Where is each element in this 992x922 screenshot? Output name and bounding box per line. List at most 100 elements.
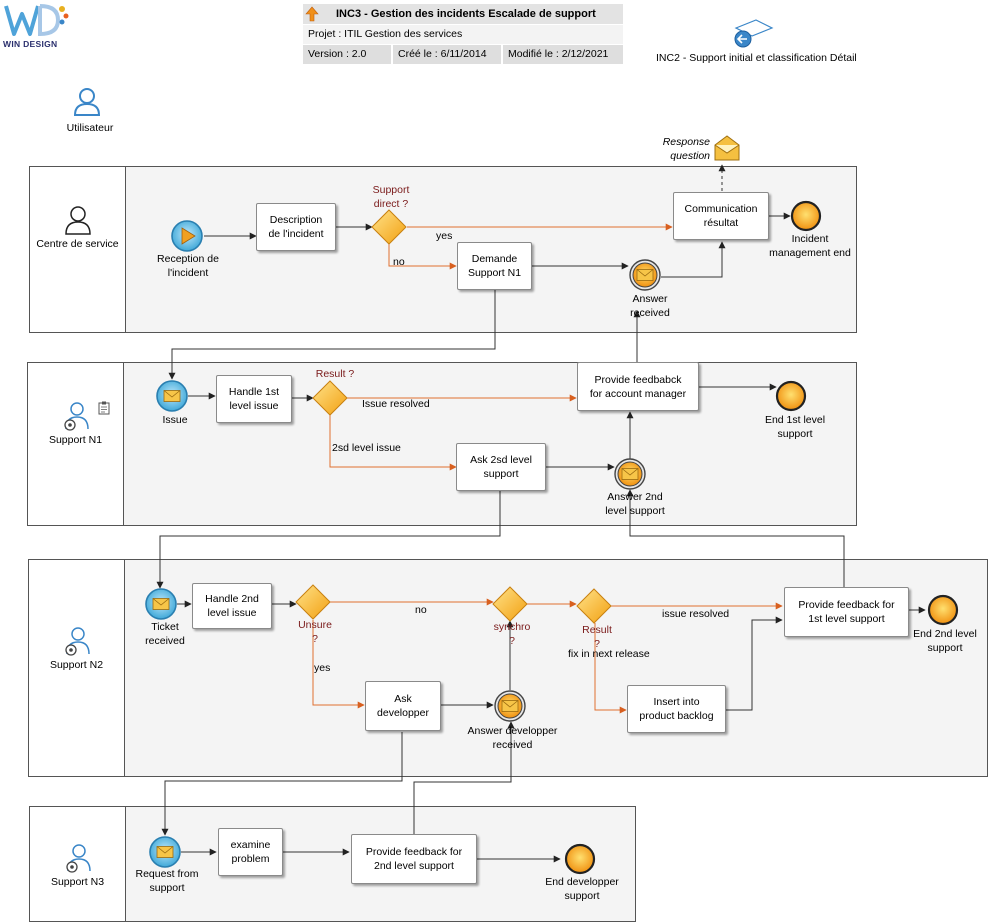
lane-header: Centre de service xyxy=(30,167,126,332)
event-label: Answer received xyxy=(630,293,670,319)
flow-label-issue-resolved: issue resolved xyxy=(662,608,730,620)
flow-line xyxy=(161,732,403,836)
gateway-label: Result ? xyxy=(315,368,355,380)
actor-label: Utilisateur xyxy=(66,122,114,134)
header-title-bar: INC3 - Gestion des incidents Escalade de… xyxy=(303,4,623,24)
flow-label-no: no xyxy=(393,256,405,268)
person-icon xyxy=(65,206,91,235)
lane-label: Support N3 xyxy=(50,876,105,888)
actor-utilisateur: Utilisateur xyxy=(60,86,120,136)
back-link-icon[interactable] xyxy=(730,18,776,48)
header-modified: Modifié le : 2/12/2021 xyxy=(508,48,609,60)
gateway-unsure[interactable] xyxy=(295,584,331,620)
response-question-label: Response question xyxy=(662,136,710,162)
task-communication-resultat[interactable]: Communication résultat xyxy=(673,192,769,240)
logo-brand: WIN DESIGN xyxy=(3,39,58,49)
task-handle-1st-level[interactable]: Handle 1st level issue xyxy=(216,375,292,423)
intermediate-event-answer-received[interactable] xyxy=(629,259,661,291)
flow-line xyxy=(661,241,726,278)
lane-header: Support N1 xyxy=(28,363,124,525)
header-version: Version : 2.0 xyxy=(308,48,367,60)
support-gear-icon xyxy=(64,402,89,431)
lane-centre-service: Centre de service xyxy=(29,166,857,333)
flow-line xyxy=(156,491,501,589)
task-description-incident[interactable]: Description de l'incident xyxy=(256,203,336,251)
event-label: End 1st level support xyxy=(764,414,826,440)
clipboard-icon xyxy=(98,401,110,415)
lane-label: Centre de service xyxy=(36,238,119,250)
user-icon xyxy=(73,88,101,116)
flow-label-yes: yes xyxy=(314,662,331,674)
header-project: Projet : ITIL Gestion des services xyxy=(308,28,463,40)
intermediate-event-answer-developper[interactable] xyxy=(494,690,526,722)
event-label: End developper support xyxy=(545,876,619,902)
intermediate-event-answer-2nd-level[interactable] xyxy=(614,458,646,490)
flow-line xyxy=(388,244,457,270)
event-label: Ticket received xyxy=(145,621,185,647)
flow-line xyxy=(626,489,845,587)
gateway-result-1[interactable] xyxy=(312,380,348,416)
flow-line xyxy=(726,616,783,711)
lane-label: Support N1 xyxy=(48,434,103,446)
flow-label-2sd-level-issue: 2sd level issue xyxy=(332,442,401,454)
end-event-2nd-level-support[interactable] xyxy=(927,594,959,626)
task-ask-2nd-level[interactable]: Ask 2sd level support xyxy=(456,443,546,491)
flow-label-no: no xyxy=(415,604,427,616)
task-insert-backlog[interactable]: Insert into product backlog xyxy=(627,685,726,733)
task-feedback-account-manager[interactable]: Provide feedbabck for account manager xyxy=(577,362,699,411)
gateway-label: Support direct ? xyxy=(372,184,410,210)
envelope-message-icon xyxy=(714,135,740,161)
gateway-result-2[interactable] xyxy=(576,588,612,624)
header-created-cell: Créé le : 6/11/2014 xyxy=(393,45,501,64)
header-project-row: Projet : ITIL Gestion des services xyxy=(303,25,623,44)
task-feedback-2nd-level[interactable]: Provide feedback for 2nd level support xyxy=(351,834,477,884)
flow-line xyxy=(594,623,627,714)
gateway-label: Result ? xyxy=(582,624,612,650)
lane-header: Support N3 xyxy=(30,807,126,921)
end-event-developper-support[interactable] xyxy=(564,843,596,875)
flow-line xyxy=(329,415,457,471)
event-label: Issue xyxy=(162,414,188,426)
flow-label-yes: yes xyxy=(436,230,453,242)
diagram-header: INC3 - Gestion des incidents Escalade de… xyxy=(303,4,623,64)
gateway-label: Unsure ? xyxy=(298,619,332,645)
support-gear-icon xyxy=(65,627,90,656)
flow-line xyxy=(312,620,365,709)
event-label: Answer developper received xyxy=(467,725,558,751)
gateway-support-direct[interactable] xyxy=(371,209,407,245)
message-start-event-issue[interactable] xyxy=(156,380,188,412)
message-start-event-ticket[interactable] xyxy=(145,588,177,620)
flow-line xyxy=(168,290,496,380)
task-demande-support-n1[interactable]: Demande Support N1 xyxy=(457,242,532,290)
inc2-link[interactable]: INC2 - Support initial et classification… xyxy=(650,18,870,66)
message-start-event-request[interactable] xyxy=(149,836,181,868)
lane-header: Support N2 xyxy=(29,560,125,776)
header-created: Créé le : 6/11/2014 xyxy=(398,48,487,60)
up-arrow-icon[interactable] xyxy=(305,6,319,22)
event-label: End 2nd level support xyxy=(913,628,977,654)
end-event-incident-management[interactable] xyxy=(790,200,822,232)
flow-line xyxy=(413,721,515,834)
lane-support-n3: Support N3 xyxy=(29,806,636,922)
header-version-cell: Version : 2.0 xyxy=(303,45,391,64)
task-feedback-1st-level[interactable]: Provide feedback for 1st level support xyxy=(784,587,909,637)
inc2-link-label[interactable]: INC2 - Support initial et classification… xyxy=(656,52,857,64)
event-label: Answer 2nd level support xyxy=(605,491,665,517)
event-label: Reception de l'incident xyxy=(157,253,219,279)
task-handle-2nd-level[interactable]: Handle 2nd level issue xyxy=(192,583,272,629)
event-label: Request from support xyxy=(135,868,199,894)
header-title: INC3 - Gestion des incidents Escalade de… xyxy=(336,8,596,20)
header-modified-cell: Modifié le : 2/12/2021 xyxy=(503,45,623,64)
lane-label: Support N2 xyxy=(49,659,104,671)
task-examine-problem[interactable]: examine problem xyxy=(218,828,283,876)
gateway-synchro[interactable] xyxy=(492,586,528,622)
event-label: Incident management end xyxy=(769,233,851,259)
flow-label-fix-next-release: fix in next release xyxy=(568,648,650,660)
start-event-reception[interactable] xyxy=(171,220,203,252)
task-ask-developper[interactable]: Ask developper xyxy=(365,681,441,731)
windesign-logo: WIN DESIGN xyxy=(0,0,70,62)
flow-label-issue-resolved: Issue resolved xyxy=(362,398,430,410)
end-event-1st-level-support[interactable] xyxy=(775,380,807,412)
support-gear-icon xyxy=(66,844,91,873)
